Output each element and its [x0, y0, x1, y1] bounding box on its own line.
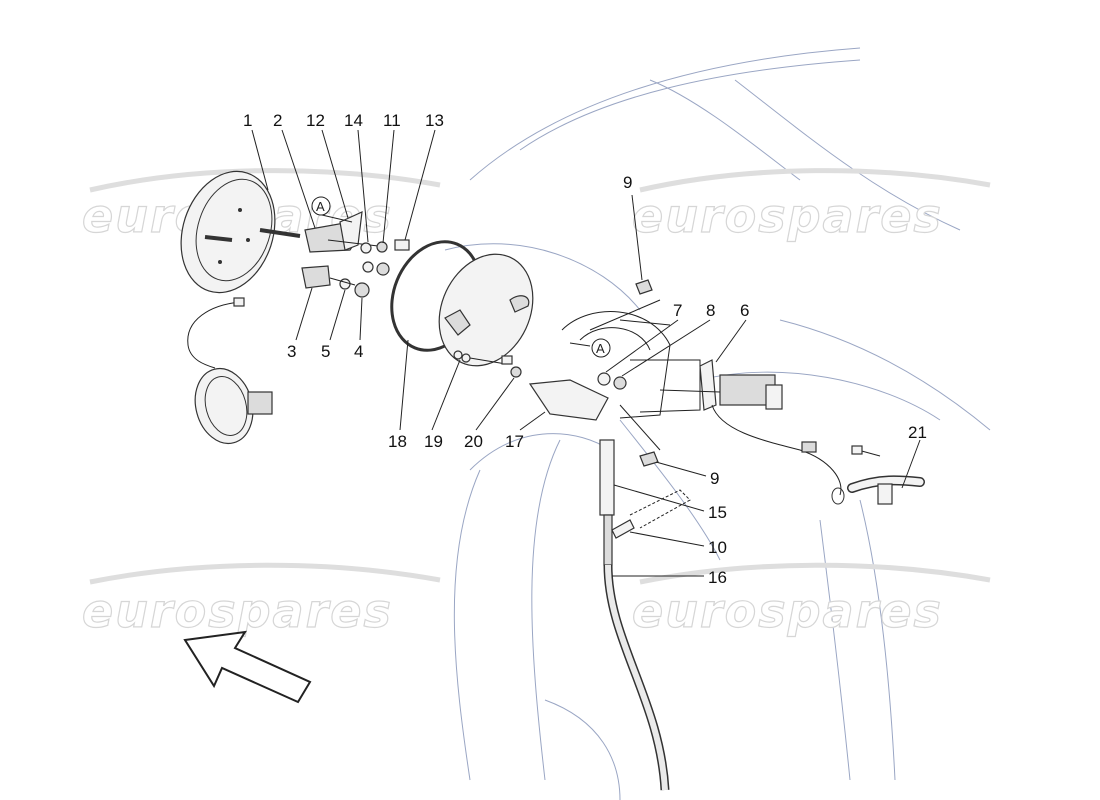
part-1-cover-disk	[180, 170, 301, 294]
callout-7: 7	[673, 301, 682, 320]
callout-20: 20	[464, 432, 483, 451]
callout-14: 14	[344, 111, 363, 130]
callout-16: 16	[708, 568, 727, 587]
callout-6: 6	[740, 301, 749, 320]
callout-4: 4	[354, 342, 363, 361]
callout-17: 17	[505, 432, 524, 451]
callout-18: 18	[388, 432, 407, 451]
callout-11: 11	[383, 111, 401, 130]
callout-12: 12	[306, 111, 325, 130]
hose-assembly	[599, 439, 691, 791]
svg-text:A: A	[316, 199, 325, 214]
callout-2: 2	[273, 111, 282, 130]
cable-lamp-assembly	[187, 297, 273, 445]
reference-marker-a-right: A	[596, 341, 605, 356]
callout-10: 10	[708, 538, 727, 557]
part-9-clips	[635, 279, 659, 467]
callout-9-top: 9	[623, 173, 632, 192]
callout-1: 1	[243, 111, 252, 130]
part-19-fuel-flap	[438, 253, 534, 378]
reference-marker-a-left: A	[311, 196, 353, 223]
leader-lines	[251, 129, 921, 577]
callout-15: 15	[708, 503, 727, 522]
callout-labels: 1 2 12 14 11 13 3 5 4 18 19 20 17 9 7 8 …	[243, 111, 927, 587]
watermark-text: eurospares	[632, 189, 943, 243]
callout-13: 13	[425, 111, 444, 130]
car-body-outline	[444, 47, 991, 800]
part-21-pull-cable	[847, 445, 925, 505]
watermarks: eurospares eurospares eurospares eurospa…	[81, 168, 991, 639]
bracket-assembly	[301, 211, 410, 298]
direction-arrow-icon	[183, 630, 312, 704]
part-17-pad	[528, 379, 609, 421]
callout-19: 19	[424, 432, 443, 451]
fuel-housing: A	[561, 299, 701, 451]
callout-8: 8	[706, 301, 715, 320]
callout-5: 5	[321, 342, 330, 361]
callout-3: 3	[287, 342, 296, 361]
callout-9-bottom: 9	[710, 469, 719, 488]
watermark-text: eurospares	[82, 584, 393, 638]
part-6-actuator	[659, 359, 845, 505]
watermark-text: eurospares	[632, 584, 943, 638]
callout-21: 21	[908, 423, 927, 442]
